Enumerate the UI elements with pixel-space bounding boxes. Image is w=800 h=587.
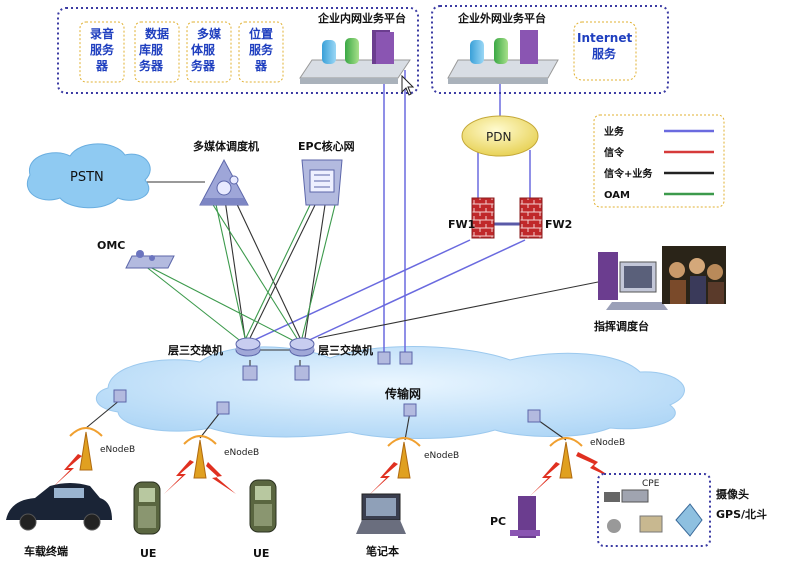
epc-core-label: EPC核心网: [298, 139, 355, 153]
legend-label-3: OAM: [604, 190, 630, 201]
cpe-group: [597, 473, 711, 547]
internal-platform-title: 企业内网业务平台: [317, 11, 406, 25]
omc-icon: [125, 250, 175, 269]
server-database-l3: 务器: [139, 58, 164, 73]
l3-switch-right-icon: [289, 337, 315, 357]
server-recording-l2: 服务: [90, 42, 115, 57]
pc-label: PC: [490, 515, 506, 528]
internet-service-l1: Internet: [577, 31, 632, 45]
fw2-icon: [519, 197, 543, 239]
enodeb-label-1: eNodeB: [100, 445, 135, 455]
gps-label: GPS/北斗: [716, 507, 767, 521]
connection-lines: [85, 70, 599, 441]
enodeb-tower-4: [549, 437, 583, 479]
dome-camera-icon: [607, 519, 621, 533]
multimedia-server-box: [186, 21, 232, 83]
server-multimedia-l2: 体服: [191, 42, 216, 57]
ue2-phone-icon: [249, 479, 277, 533]
server-database-l2: 库服: [139, 42, 164, 57]
fw1-label: FW1: [448, 218, 475, 231]
operators-photo: [662, 246, 726, 304]
cpe-label: CPE: [642, 479, 660, 489]
enodeb-label-2: eNodeB: [224, 448, 259, 458]
vehicle-label: 车载终端: [24, 544, 68, 558]
gps-device-icon: [675, 503, 703, 537]
internet-service-l2: 服务: [592, 46, 617, 61]
enodeb-tower-2: [183, 435, 217, 479]
l3-switch-right-label: 层三交换机: [317, 343, 373, 357]
camera-label: 摄像头: [716, 487, 749, 501]
pc-icon: [510, 496, 540, 538]
business-lines: [249, 70, 531, 352]
fw1-icon: [471, 197, 495, 239]
legend-label-2: 信令+业务: [604, 167, 653, 180]
ue1-label: UE: [140, 547, 156, 560]
pstn-cloud: [26, 143, 151, 209]
enodeb-tower-1: [69, 427, 103, 471]
database-server-box: [134, 21, 180, 83]
monitor-icon: [639, 515, 663, 533]
fw2-label: FW2: [545, 218, 572, 231]
media-dispatcher-label: 多媒体调度机: [193, 139, 259, 153]
server-location-l1: 位置: [249, 26, 273, 41]
cloud-routers: [113, 351, 541, 423]
enodeb-label-4: eNodeB: [590, 438, 625, 448]
command-console-label: 指挥调度台: [594, 319, 649, 333]
media-dispatcher-icon: [199, 158, 249, 206]
internal-server-boxes: [79, 21, 284, 83]
vehicle-icon: [6, 483, 112, 531]
internal-server-rack-icon: [299, 30, 411, 84]
l3-switch-left-icon: [235, 337, 261, 357]
server-multimedia-l3: 务器: [191, 58, 216, 73]
enodeb-towers: [69, 427, 583, 479]
legend-label-0: 业务: [604, 125, 625, 138]
transport-network-label: 传输网: [384, 386, 421, 401]
enodeb-tower-3: [387, 437, 421, 479]
internal-platform: 录音 服务 器 数据 库服 务器 多媒 体服 务器 位置 服务 器 企业内网业务…: [57, 7, 419, 94]
server-database-l1: 数据: [145, 26, 169, 41]
server-location-l2: 服务: [249, 42, 274, 57]
omc-label: OMC: [97, 239, 125, 252]
legend-label-1: 信令: [604, 146, 625, 159]
pdn-icon: [461, 115, 539, 157]
server-recording-l3: 器: [95, 59, 109, 73]
command-console-icon: [598, 252, 668, 310]
cpe-device: [621, 489, 649, 503]
server-location-l3: 器: [254, 59, 268, 73]
internet-service-box: [573, 21, 637, 81]
epc-core-icon: [301, 159, 343, 206]
oam-lines: [139, 199, 336, 344]
laptop-label: 笔记本: [366, 544, 399, 558]
location-server-box: [238, 21, 284, 83]
server-multimedia-l1: 多媒: [197, 26, 222, 41]
ue2-label: UE: [253, 547, 269, 560]
laptop-icon: [356, 493, 406, 534]
server-recording-l1: 录音: [90, 26, 114, 41]
recording-server-box: [79, 21, 125, 83]
pstn-label: PSTN: [70, 170, 104, 185]
radio-signal-bolts: [52, 452, 616, 496]
enodeb-label-3: eNodeB: [424, 451, 459, 461]
external-platform-title: 企业外网业务平台: [457, 11, 546, 25]
camera-icon: [604, 492, 620, 502]
external-platform: 企业外网业务平台 Internet 服务: [431, 5, 669, 94]
ue1-phone-icon: [133, 481, 161, 535]
pdn-label: PDN: [486, 130, 511, 144]
mouse-cursor-icon: [401, 74, 415, 96]
l3-switch-left-label: 层三交换机: [167, 343, 223, 357]
external-server-rack-icon: [447, 30, 559, 84]
